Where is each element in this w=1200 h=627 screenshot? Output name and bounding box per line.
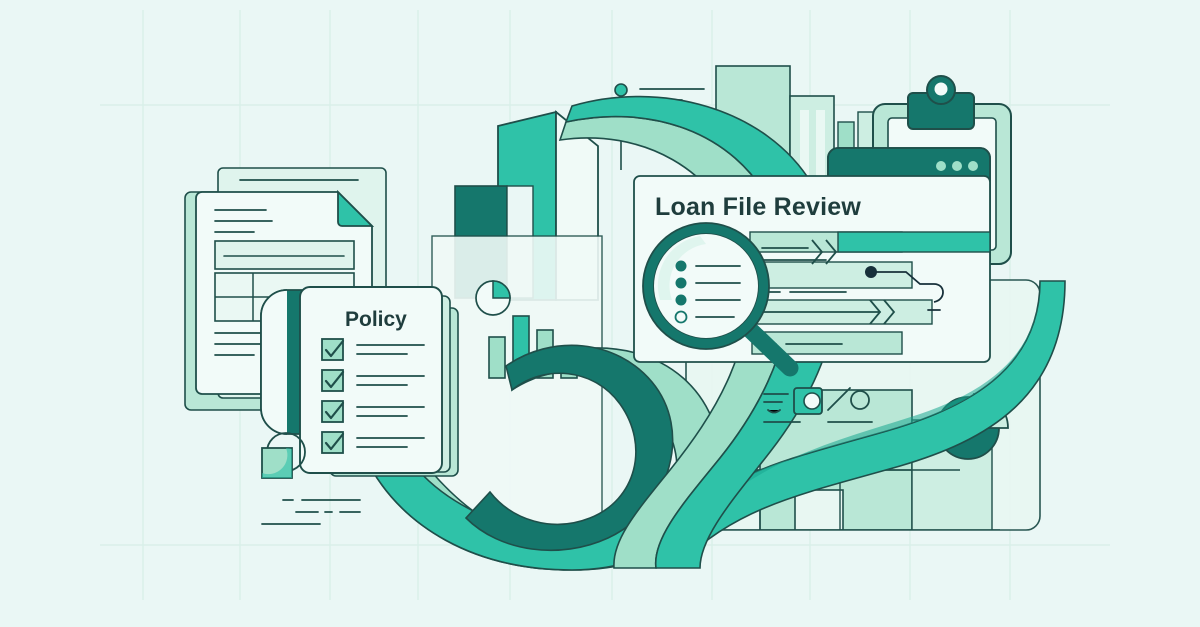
list-item: [321, 338, 425, 361]
checklist-sheet-front: [299, 286, 443, 474]
magnifier-icon: [642, 222, 799, 377]
pie-slice: [492, 280, 511, 299]
check-icon: [324, 339, 345, 358]
chevron-right-icon: [811, 239, 896, 325]
document-stack: [184, 167, 387, 435]
card-title: Loan File Review: [655, 193, 861, 221]
slider-left-icon: [763, 393, 789, 414]
checklist-items: [321, 338, 425, 454]
document-field-box: [214, 240, 355, 270]
check-icon: [324, 432, 345, 451]
card-row: [751, 261, 913, 289]
list-item: [321, 431, 425, 454]
timeline-node-filled-icon: [614, 83, 628, 97]
chart-pie-mini: [475, 280, 511, 316]
list-item: [321, 400, 425, 423]
document-text-lines: [214, 209, 273, 233]
magnifier-list: [674, 260, 741, 324]
window-dot-icon: [952, 161, 962, 171]
list-item: [321, 369, 425, 392]
bottom-caption-lines: [261, 499, 361, 525]
page-fold-corner-icon: [337, 189, 375, 227]
window-dot-icon: [968, 161, 978, 171]
circle-square-motif: [261, 432, 306, 479]
window-dot-icon: [936, 161, 946, 171]
check-icon: [324, 401, 345, 420]
toggle-row: [763, 387, 873, 423]
check-icon: [324, 370, 345, 389]
checklist-title: Policy: [345, 308, 407, 331]
policy-checklist-card: Policy: [299, 286, 459, 477]
panel-small-box: [794, 489, 844, 530]
slider-right-icon: [763, 387, 873, 423]
